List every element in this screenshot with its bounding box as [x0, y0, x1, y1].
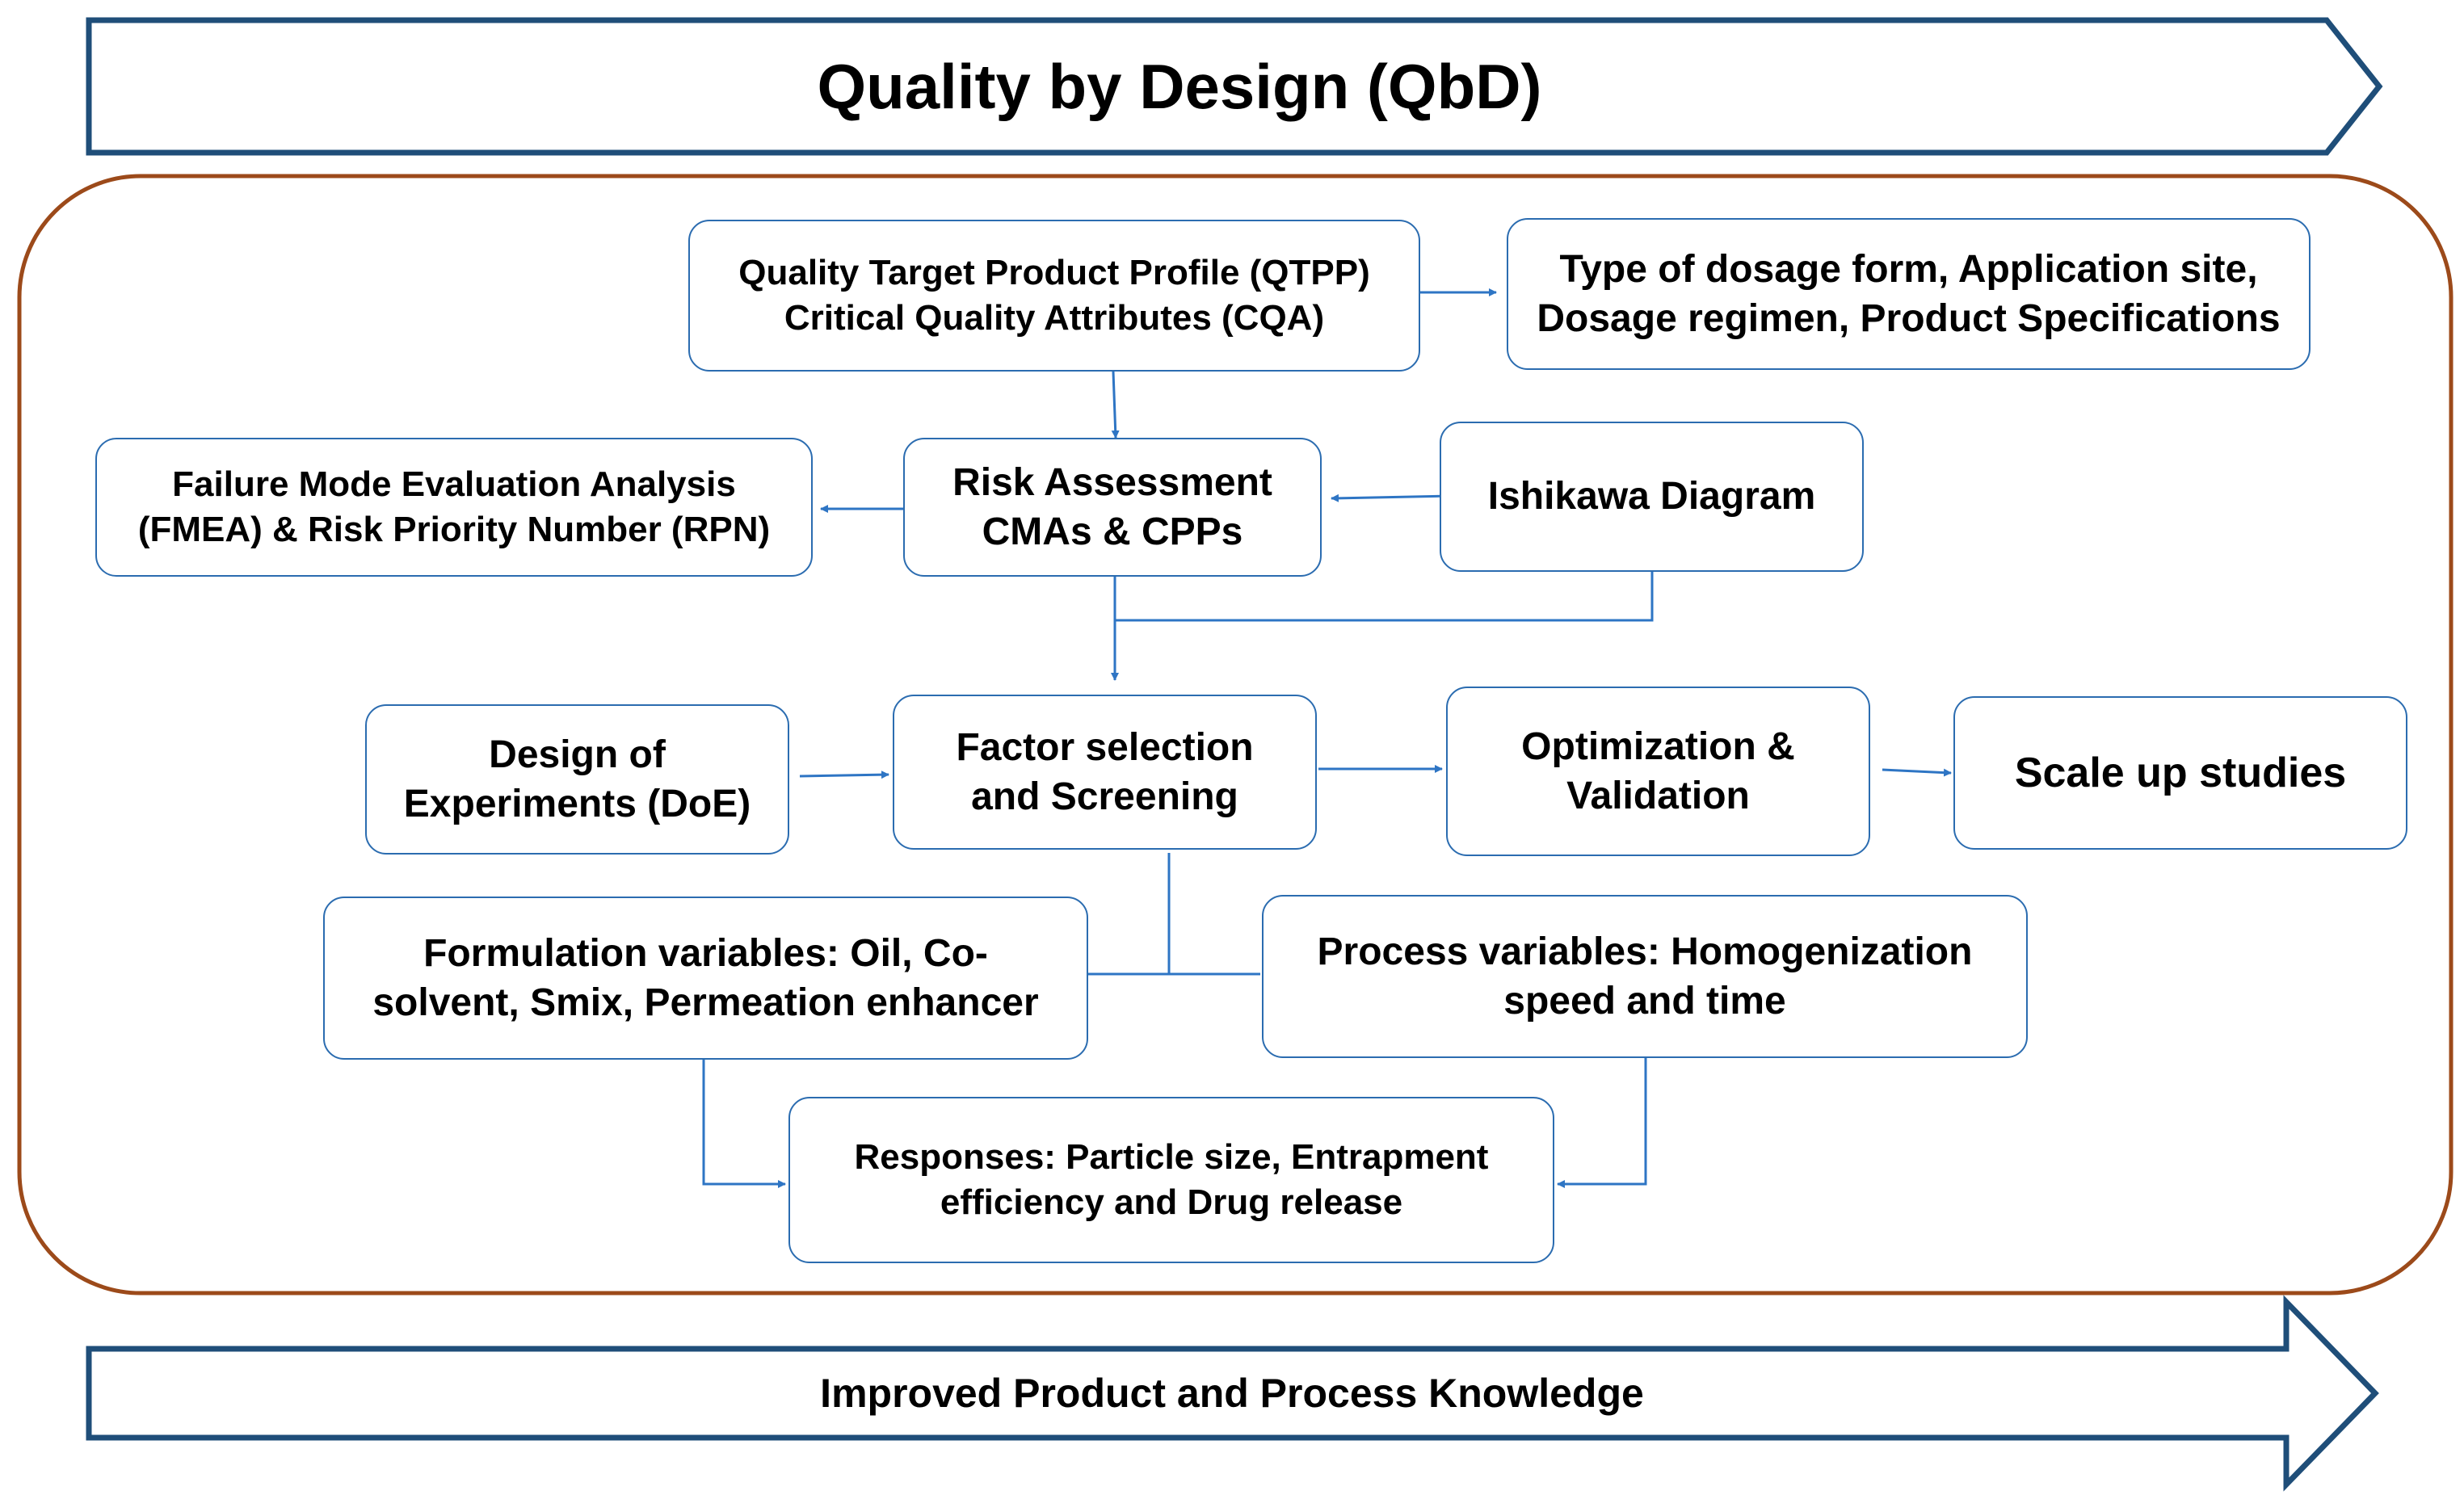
- qtpp-line-2: Critical Quality Attributes (CQA): [784, 298, 1325, 338]
- process-line-2: speed and time: [1503, 980, 1786, 1023]
- arrow-doe-to-factor: [799, 771, 889, 779]
- formulation-line-1: Formulation variables: Oil, Co-: [423, 931, 988, 975]
- optimization-line-2: Validation: [1566, 775, 1750, 817]
- arrow-process-to-responses: [1557, 1058, 1647, 1188]
- arrow-optimization-to-scaleup: [1882, 768, 1952, 777]
- line-ishikawa-merge: [1115, 571, 1654, 622]
- diagram-title: Quality by Design (QbD): [817, 51, 1542, 122]
- dosage-box: Type of dosage form, Application site, D…: [1507, 218, 2311, 370]
- fmea-box: Failure Mode Evaluation Analysis (FMEA) …: [95, 438, 813, 577]
- footer-banner-text: Improved Product and Process Knowledge: [820, 1371, 1644, 1416]
- ishikawa-line-1: Ishikawa Diagram: [1487, 475, 1816, 519]
- risk-assessment-box: Risk Assessment CMAs & CPPs: [903, 438, 1322, 577]
- responses-line-1: Responses: Particle size, Entrapment: [854, 1136, 1489, 1177]
- responses-box: Responses: Particle size, Entrapment eff…: [788, 1097, 1554, 1263]
- qtpp-box: Quality Target Product Profile (QTPP) Cr…: [688, 220, 1420, 372]
- dosage-line-2: Dosage regimen, Product Specifications: [1537, 297, 2281, 340]
- formulation-variables-box: Formulation variables: Oil, Co- solvent,…: [323, 897, 1088, 1060]
- optimization-box: Optimization & Validation: [1446, 687, 1870, 856]
- arrow-formulation-to-responses: [702, 1060, 786, 1188]
- factor-line-1: Factor selection: [956, 725, 1254, 769]
- dosage-line-1: Type of dosage form, Application site,: [1559, 247, 2258, 291]
- scaleup-box: Scale up studies: [1953, 696, 2407, 850]
- risk-line-1: Risk Assessment: [952, 460, 1272, 504]
- process-line-1: Process variables: Homogenization: [1317, 930, 1973, 973]
- arrow-ishikawa-to-risk: [1331, 493, 1451, 502]
- fmea-line-1: Failure Mode Evaluation Analysis: [172, 464, 736, 504]
- process-variables-box: Process variables: Homogenization speed …: [1262, 895, 2028, 1058]
- footer-banner-arrow: [86, 1295, 2379, 1492]
- ishikawa-box: Ishikawa Diagram: [1440, 422, 1864, 572]
- risk-line-2: CMAs & CPPs: [982, 510, 1243, 553]
- formulation-line-2: solvent, Smix, Permeation enhancer: [372, 981, 1039, 1024]
- doe-line-2: Experiments (DoE): [403, 783, 751, 825]
- doe-line-1: Design of: [489, 733, 666, 776]
- title-banner-arrow: [86, 17, 2383, 156]
- optimization-line-1: Optimization &: [1521, 724, 1795, 768]
- factor-line-2: and Screening: [971, 775, 1238, 818]
- responses-line-2: efficiency and Drug release: [940, 1182, 1403, 1222]
- qtpp-line-1: Quality Target Product Profile (QTPP): [738, 252, 1370, 292]
- process-container: [17, 174, 2453, 1296]
- scaleup-line-1: Scale up studies: [2014, 749, 2347, 796]
- factor-selection-box: Factor selection and Screening: [893, 695, 1317, 850]
- doe-box: Design of Experiments (DoE): [365, 704, 789, 855]
- arrow-qtpp-to-risk: [1111, 371, 1120, 439]
- fmea-line-2: (FMEA) & Risk Priority Number (RPN): [137, 510, 771, 549]
